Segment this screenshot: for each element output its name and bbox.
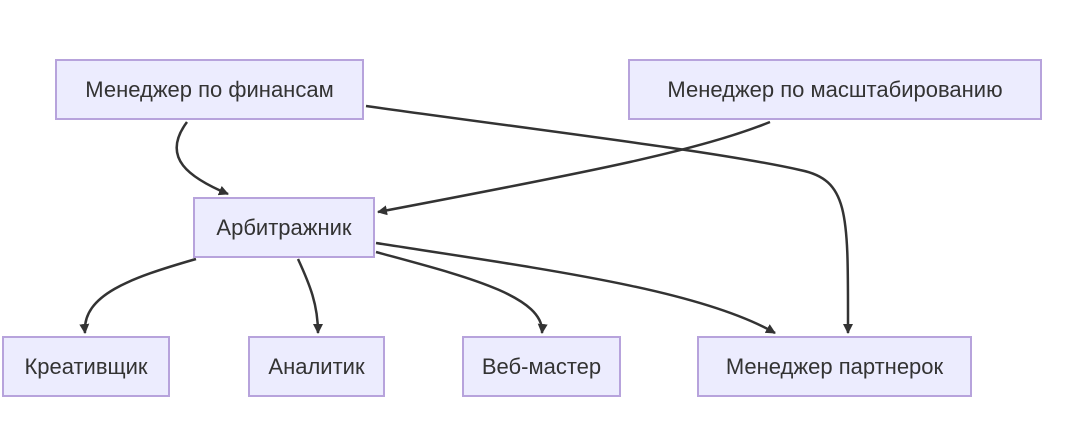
node-finance-manager: Менеджер по финансам bbox=[55, 59, 364, 120]
node-scaling-manager: Менеджер по масштабированию bbox=[628, 59, 1042, 120]
node-creative: Креативщик bbox=[2, 336, 170, 397]
node-webmaster: Веб-мастер bbox=[462, 336, 621, 397]
node-creative-label: Креативщик bbox=[24, 353, 148, 379]
node-partner-manager: Менеджер партнерок bbox=[697, 336, 972, 397]
node-partner-manager-label: Менеджер партнерок bbox=[725, 353, 944, 379]
edge-arbitrageur-to-analyst bbox=[296, 258, 323, 334]
node-analyst: Аналитик bbox=[248, 336, 385, 397]
edge-scaling-to-arbitrageur bbox=[377, 120, 771, 216]
node-arbitrageur: Арбитражник bbox=[193, 197, 375, 258]
edge-arbitrageur-to-webmaster bbox=[375, 250, 548, 334]
node-arbitrageur-label: Арбитражник bbox=[216, 214, 352, 240]
node-analyst-label: Аналитик bbox=[268, 353, 365, 379]
edge-finance-to-partner-manager bbox=[365, 104, 854, 334]
edge-finance-to-arbitrageur bbox=[175, 121, 229, 196]
node-finance-manager-label: Менеджер по финансам bbox=[85, 76, 334, 102]
node-scaling-manager-label: Менеджер по масштабированию bbox=[667, 76, 1003, 102]
node-webmaster-label: Веб-мастер bbox=[481, 353, 602, 379]
edge-arbitrageur-to-creative bbox=[79, 257, 197, 334]
edge-arbitrageur-to-partner-manager bbox=[375, 241, 776, 335]
